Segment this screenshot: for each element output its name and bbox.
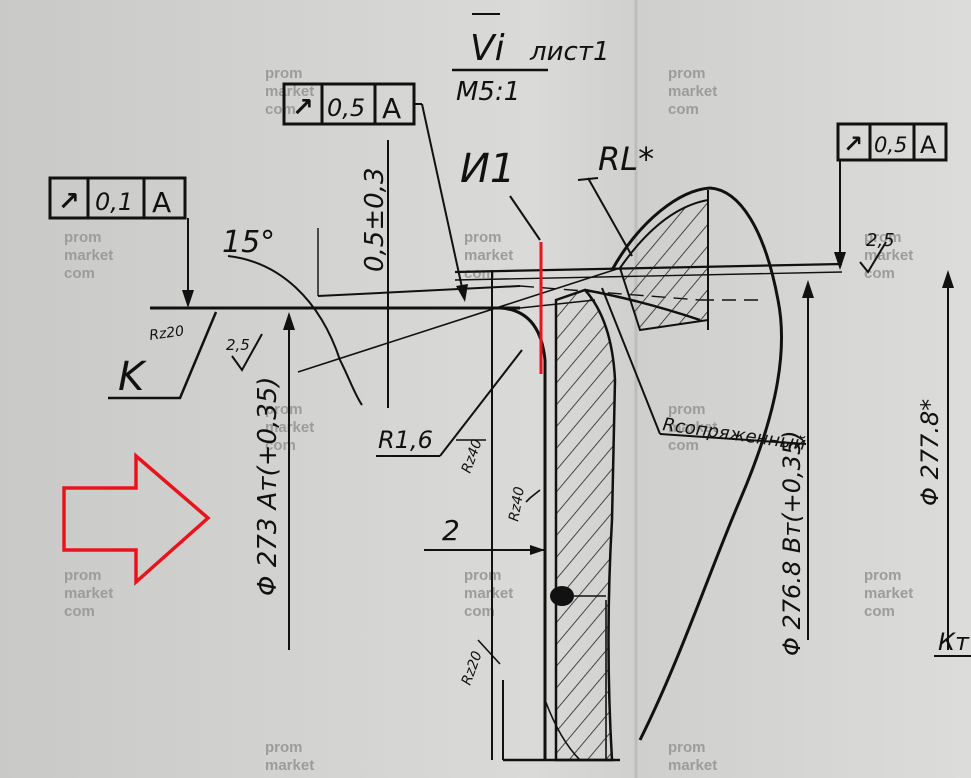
- sheet-label: лист1: [529, 37, 610, 67]
- watermark-text: com: [64, 265, 95, 282]
- runout-symbol: ↗: [58, 187, 80, 217]
- watermark-text: prom: [64, 229, 102, 246]
- roughness-rz40-b: Rz40: [506, 485, 528, 522]
- watermark-text: prom: [265, 739, 303, 756]
- datum-letter: A: [152, 186, 171, 219]
- dimension-2-label: 2: [442, 514, 460, 547]
- fillet-radius-label: R1,6: [378, 426, 433, 454]
- watermark-text: prom: [464, 229, 502, 246]
- angle-label: 15°: [222, 225, 275, 260]
- roughness-rz20-top: Rz20: [148, 323, 185, 344]
- flange-section: [610, 186, 784, 741]
- watermark-text: market: [864, 585, 913, 602]
- watermark-text: com: [668, 437, 699, 454]
- r16-callout: R1,6 Rz40: [376, 349, 523, 475]
- watermark-text: market: [464, 247, 513, 264]
- watermark-text: prom: [265, 401, 303, 418]
- tolerance-frame-right: ↗ 0,5 A: [834, 122, 948, 270]
- tolerance-frame-left: ↗ 0,1 A: [48, 176, 194, 308]
- annotation-red-arrow: [62, 452, 211, 586]
- diameter-2768-dimension: Φ 276.8 Bт(+0,35): [778, 280, 814, 656]
- watermark-text: com: [668, 101, 699, 118]
- thickness-dimension: 0,5±0,3: [360, 168, 390, 272]
- watermark-text: prom: [64, 567, 102, 584]
- watermark-text: com: [464, 603, 495, 620]
- watermark-text: prom: [265, 65, 303, 82]
- scale-label: M5:1: [456, 77, 520, 107]
- watermark-text: prom: [668, 401, 706, 418]
- cut-label: Кт: [938, 628, 970, 656]
- tolerance-value: 0,1: [95, 188, 133, 216]
- runout-symbol: ↗: [292, 93, 314, 123]
- diameter-2778-label: Φ 277.8*: [916, 399, 944, 506]
- diameter-2778-dimension: Φ 277.8*: [916, 270, 954, 650]
- watermark-text: market: [668, 83, 717, 100]
- title-block: Vi лист1 M5:1: [452, 13, 610, 107]
- watermark-text: com: [64, 603, 95, 620]
- watermark-text: prom: [668, 739, 706, 756]
- watermark-text: com: [864, 265, 895, 282]
- watermark-text: com: [464, 265, 495, 282]
- watermark-text: market: [265, 757, 314, 774]
- datum-k-label: K: [118, 354, 147, 400]
- watermark-text: market: [464, 585, 513, 602]
- watermark-text: prom: [464, 567, 502, 584]
- view-label: Vi: [470, 28, 505, 69]
- runout-symbol: ↗: [843, 130, 863, 158]
- watermark-text: prom: [668, 65, 706, 82]
- datum-letter: A: [920, 131, 937, 159]
- tolerance-value: 0,5: [874, 133, 907, 157]
- watermark-text: prom: [864, 229, 902, 246]
- diameter-273-label: Φ 273 Aт(+0,35): [253, 376, 283, 596]
- dimension-2: 2: [424, 514, 545, 555]
- diameter-273-dimension: Φ 273 Aт(+0,35): [253, 312, 295, 650]
- diameter-2768-label: Φ 276.8 Bт(+0,35): [778, 430, 806, 656]
- watermark-text: market: [668, 757, 717, 774]
- datum-k-callout: K Rz20 2,5: [108, 311, 263, 400]
- watermark-text: market: [64, 247, 113, 264]
- datum-letter: A: [382, 92, 401, 125]
- watermark-text: com: [864, 603, 895, 620]
- watermark-text: prom: [864, 567, 902, 584]
- roughness-left: 2,5: [226, 336, 250, 354]
- hatched-section: [554, 288, 617, 762]
- watermark-text: market: [668, 419, 717, 436]
- watermark-text: market: [265, 83, 314, 100]
- watermark-text: market: [64, 585, 113, 602]
- roughness-right: 2,5: [866, 230, 895, 251]
- watermark-text: com: [265, 101, 296, 118]
- tolerance-frame-center: ↗ 0,5 A: [282, 82, 468, 302]
- radius-star-label: RL*: [598, 140, 654, 178]
- section-label: И1: [460, 146, 515, 192]
- tolerance-value: 0,5: [327, 94, 365, 122]
